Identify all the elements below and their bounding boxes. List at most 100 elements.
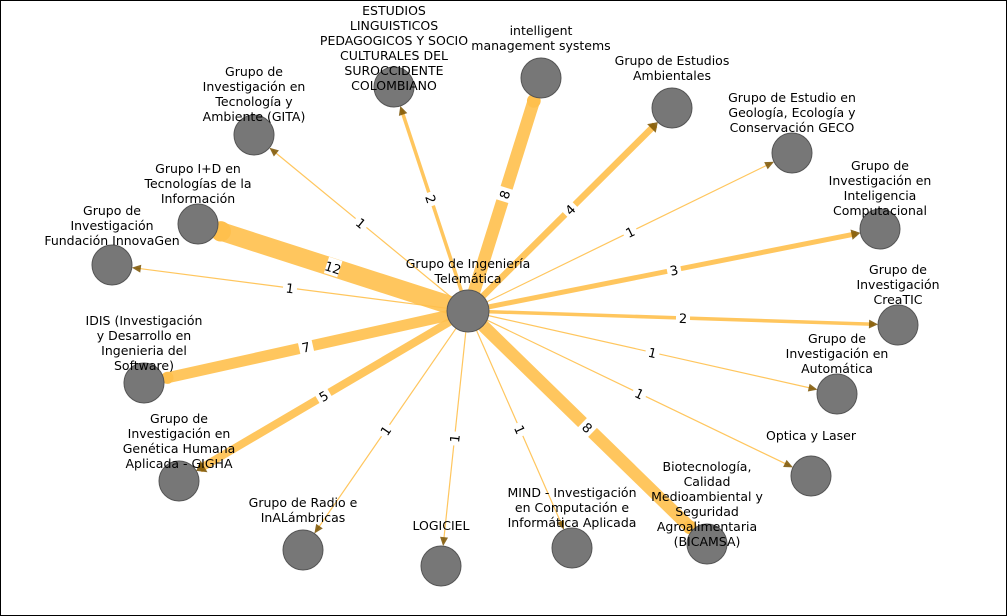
- node-ambientales[interactable]: [651, 87, 693, 129]
- arrowheads-layer: [131, 94, 879, 547]
- node-label-line: en Computación e: [515, 500, 629, 515]
- edge-automatica: [474, 311, 814, 390]
- edge-ia: [473, 231, 857, 313]
- node-label-line: Investigación en: [128, 426, 231, 441]
- node-label-line: Grupo de Radio e: [249, 495, 358, 510]
- node-label-line: Grupo de: [851, 158, 909, 173]
- node-label-line: ESTUDIOS: [362, 3, 426, 18]
- edge-ide: [218, 222, 465, 318]
- node-label-line: Investigación: [70, 218, 153, 233]
- edge-geco: [473, 162, 771, 309]
- node-label-optica: Optica y Laser: [766, 428, 857, 443]
- node-label-line: Grupo de: [808, 331, 866, 346]
- edge-label-bg: [509, 419, 532, 440]
- edge-label-bg: [282, 278, 299, 297]
- edge-weight-label: 3: [665, 259, 683, 280]
- edge-mind: [469, 316, 563, 527]
- node-label-line: Ingenieria del: [101, 343, 187, 358]
- edge-label-bg: [444, 430, 464, 447]
- node-label-line: Optica y Laser: [766, 428, 857, 443]
- edge-weight-label: 1: [374, 419, 397, 441]
- node-label-line: Software): [114, 358, 174, 373]
- edge-label-bg: [374, 419, 397, 441]
- edge-weight-text: 1: [448, 434, 464, 444]
- node-label-line: Inteligencia: [844, 188, 917, 203]
- edge-label-bg: [675, 308, 691, 327]
- node-gita[interactable]: [233, 114, 275, 156]
- arrowhead-gigha: [196, 460, 208, 473]
- node-label-line: Ambientales: [633, 68, 711, 83]
- node-label-line: Investigación en: [786, 346, 889, 361]
- node-gigha[interactable]: [158, 460, 200, 502]
- node-label-line: Automática: [801, 361, 873, 376]
- node-idis[interactable]: [123, 362, 165, 404]
- edge-label-bg: [665, 259, 683, 280]
- edge-label-bg: [312, 384, 334, 407]
- node-label-line: Conservación GECO: [730, 120, 855, 135]
- edge-intelligent: [463, 99, 540, 307]
- nodes-layer: [91, 57, 919, 587]
- node-label-line: Informática Aplicada: [508, 515, 637, 530]
- node-creatic[interactable]: [877, 304, 919, 346]
- node-label-line: Investigación en: [203, 79, 306, 94]
- edge-creatic: [474, 309, 875, 326]
- edge-weight-text: 2: [679, 312, 688, 327]
- node-label-line: Agroalimentaria: [657, 519, 757, 534]
- arrowhead-mind: [556, 519, 565, 530]
- node-bicamsa[interactable]: [686, 523, 728, 565]
- arrowhead-logiciel: [440, 536, 449, 547]
- node-intelligent[interactable]: [520, 57, 562, 99]
- edge-label-bg: [576, 416, 599, 439]
- node-label-line: SUROCCIDENTE: [344, 63, 443, 78]
- node-mind[interactable]: [551, 527, 593, 569]
- node-label-line: Computacional: [833, 203, 927, 218]
- node-innovagen[interactable]: [91, 244, 133, 286]
- edge-weight-label: 1: [643, 342, 662, 362]
- node-label-line: intelligent: [510, 23, 573, 38]
- node-geco[interactable]: [771, 132, 813, 174]
- node-label-line: LOGICIEL: [412, 518, 469, 533]
- node-label-line: Aplicada - GIGHA: [125, 456, 232, 471]
- edge-weight-label: 4: [558, 198, 581, 221]
- edge-weight-label: 12: [322, 256, 343, 279]
- node-label-line: LINGUISTICOS: [350, 18, 438, 33]
- node-label-line: Investigación en: [829, 173, 932, 188]
- node-label-line: Geología, Ecología y: [728, 105, 856, 120]
- node-ia[interactable]: [859, 208, 901, 250]
- node-label-line: Grupo de: [150, 411, 208, 426]
- arrowhead-optica: [783, 459, 793, 468]
- node-label-line: Telemática: [433, 271, 501, 286]
- node-logiciel[interactable]: [420, 545, 462, 587]
- node-label-line: Ambiente (GITA): [203, 109, 306, 124]
- edge-optica: [473, 313, 790, 467]
- edge-weight-label: 8: [493, 185, 514, 204]
- edge-weight-label: 1: [629, 382, 650, 404]
- edge-eslipsc: [399, 109, 468, 306]
- node-telematica[interactable]: [446, 289, 490, 333]
- edge-weight-label: 2: [675, 308, 691, 327]
- node-optica[interactable]: [790, 455, 832, 497]
- node-radio[interactable]: [282, 529, 324, 571]
- edge-weight-label: 1: [350, 211, 373, 234]
- node-label-line: Grupo de: [225, 64, 283, 79]
- arrowhead-creatic: [868, 319, 879, 329]
- edge-label-bg: [629, 382, 650, 404]
- node-label-line: Investigación: [856, 277, 939, 292]
- node-label-line: InALámbricas: [261, 510, 346, 525]
- edge-weight-text: 3: [669, 263, 680, 279]
- node-ide[interactable]: [177, 203, 219, 245]
- node-automatica[interactable]: [816, 373, 858, 415]
- node-label-logiciel: LOGICIEL: [412, 518, 469, 533]
- node-eslipsc[interactable]: [373, 66, 415, 108]
- node-label-line: Fundación InnovaGen: [44, 233, 179, 248]
